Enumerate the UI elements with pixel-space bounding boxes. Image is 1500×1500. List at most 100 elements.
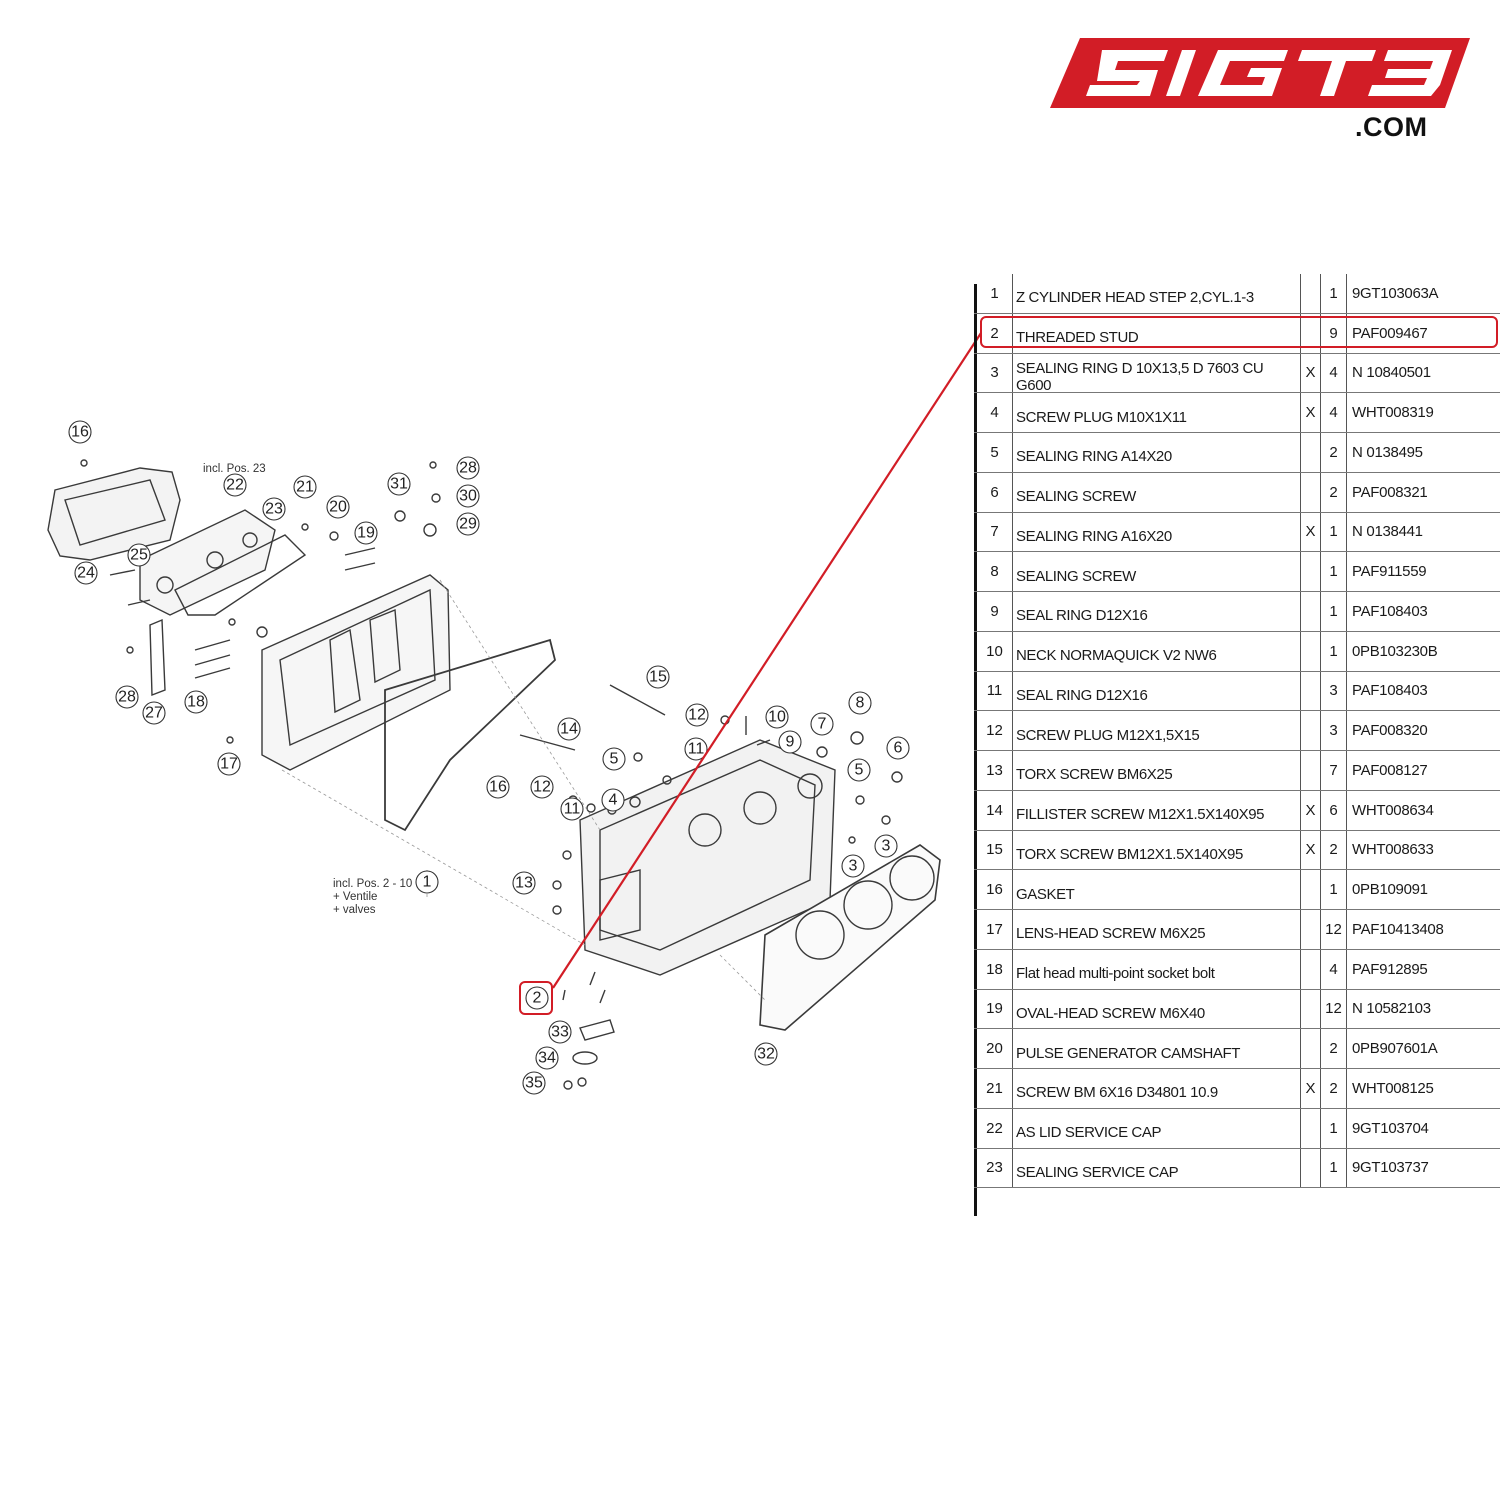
callout-5a: 4: [609, 792, 618, 809]
row-position: 22: [977, 1108, 1013, 1148]
row-part-number: 9GT103737: [1352, 1159, 1429, 1177]
row-x-mark: [1301, 631, 1321, 671]
row-position: 21: [977, 1069, 1013, 1108]
row-description: SCREW PLUG M10X1X11: [1013, 393, 1301, 432]
callout-22: 22: [226, 477, 244, 494]
callout-19: 19: [357, 525, 375, 542]
row-position: 12: [977, 711, 1013, 750]
row-position: 10: [977, 631, 1013, 671]
row-x-mark: [1301, 671, 1321, 711]
callout-7: 7: [818, 716, 827, 733]
row-quantity: 2: [1321, 1069, 1347, 1108]
row-part-number: 9GT103063A: [1352, 284, 1439, 302]
brand-domain: .COM: [1355, 112, 1428, 142]
row-position: 3: [977, 353, 1013, 393]
callout-11a: 11: [564, 801, 581, 818]
row-quantity: 2: [1321, 830, 1347, 870]
row-quantity: 2: [1321, 472, 1347, 512]
row-quantity: 1: [1321, 1108, 1347, 1148]
row-x-mark: [1301, 433, 1321, 472]
row-quantity: 4: [1321, 949, 1347, 989]
row-part-number: PAF008320: [1352, 722, 1428, 740]
row-x-mark: [1301, 711, 1321, 750]
row-part-number: PAF108403: [1352, 682, 1428, 700]
row-quantity: 6: [1321, 790, 1347, 830]
row-part-number: 9GT103704: [1352, 1119, 1429, 1137]
row-part-number: 0PB109091: [1352, 881, 1428, 899]
callout-4: 3: [882, 838, 891, 855]
diagram-drawing: 16 22 21 20 31 28 30 29 23 19 25 24 28 2…: [47, 420, 941, 1095]
row-x-mark: [1301, 313, 1321, 353]
row-part-number: PAF008321: [1352, 483, 1428, 501]
row-quantity: 1: [1321, 1148, 1347, 1188]
row-position: 2: [977, 313, 1013, 353]
row-description: Z CYLINDER HEAD STEP 2,CYL.1-3: [1013, 274, 1301, 313]
callout-9: 9: [786, 734, 795, 751]
row-part-number: WHT008634: [1352, 801, 1434, 819]
note-pos-1-line3: + valves: [333, 904, 376, 916]
row-position: 5: [977, 433, 1013, 472]
row-description: PULSE GENERATOR CAMSHAFT: [1013, 1029, 1301, 1068]
row-part-number: N 10840501: [1352, 364, 1431, 382]
row-description: Flat head multi-point socket bolt: [1013, 949, 1301, 989]
row-description: FILLISTER SCREW M12X1.5X140X95: [1013, 790, 1301, 830]
row-description: SEALING SERVICE CAP: [1013, 1148, 1301, 1188]
callout-8: 8: [856, 695, 865, 712]
row-description: NECK NORMAQUICK V2 NW6: [1013, 631, 1301, 671]
row-description: SEALING RING A14X20: [1013, 433, 1301, 472]
row-description: LENS-HEAD SCREW M6X25: [1013, 910, 1301, 949]
row-quantity: 2: [1321, 1029, 1347, 1068]
row-x-mark: X: [1301, 790, 1321, 830]
row-quantity: 12: [1321, 989, 1347, 1029]
row-quantity: 1: [1321, 631, 1347, 671]
row-part-number: N 10582103: [1352, 1000, 1431, 1018]
row-part-number: PAF009467: [1352, 324, 1428, 342]
row-x-mark: [1301, 1108, 1321, 1148]
row-x-mark: [1301, 274, 1321, 313]
note-pos-22: incl. Pos. 23: [203, 463, 266, 475]
callout-13: 13: [515, 875, 533, 892]
row-description: THREADED STUD: [1013, 313, 1301, 353]
row-x-mark: X: [1301, 393, 1321, 432]
callout-26: 16: [71, 424, 89, 441]
callout-16: 16: [489, 779, 507, 796]
callout-12b: 12: [688, 707, 706, 724]
callout-28b: 28: [118, 689, 136, 706]
row-quantity: 1: [1321, 512, 1347, 552]
row-description: SCREW BM 6X16 D34801 10.9: [1013, 1069, 1301, 1108]
row-quantity: 3: [1321, 671, 1347, 711]
row-part-number: 0PB907601A: [1352, 1040, 1438, 1058]
brand-logo: [1040, 30, 1480, 150]
row-description: SEAL RING D12X16: [1013, 671, 1301, 711]
brand-logo-mark: [1050, 38, 1470, 108]
row-position: 9: [977, 592, 1013, 631]
callout-20: 20: [329, 499, 347, 516]
diagram-highlight-box: [519, 981, 553, 1015]
row-description: SEALING SCREW: [1013, 472, 1301, 512]
row-x-mark: [1301, 751, 1321, 790]
callout-27: 27: [145, 705, 163, 722]
